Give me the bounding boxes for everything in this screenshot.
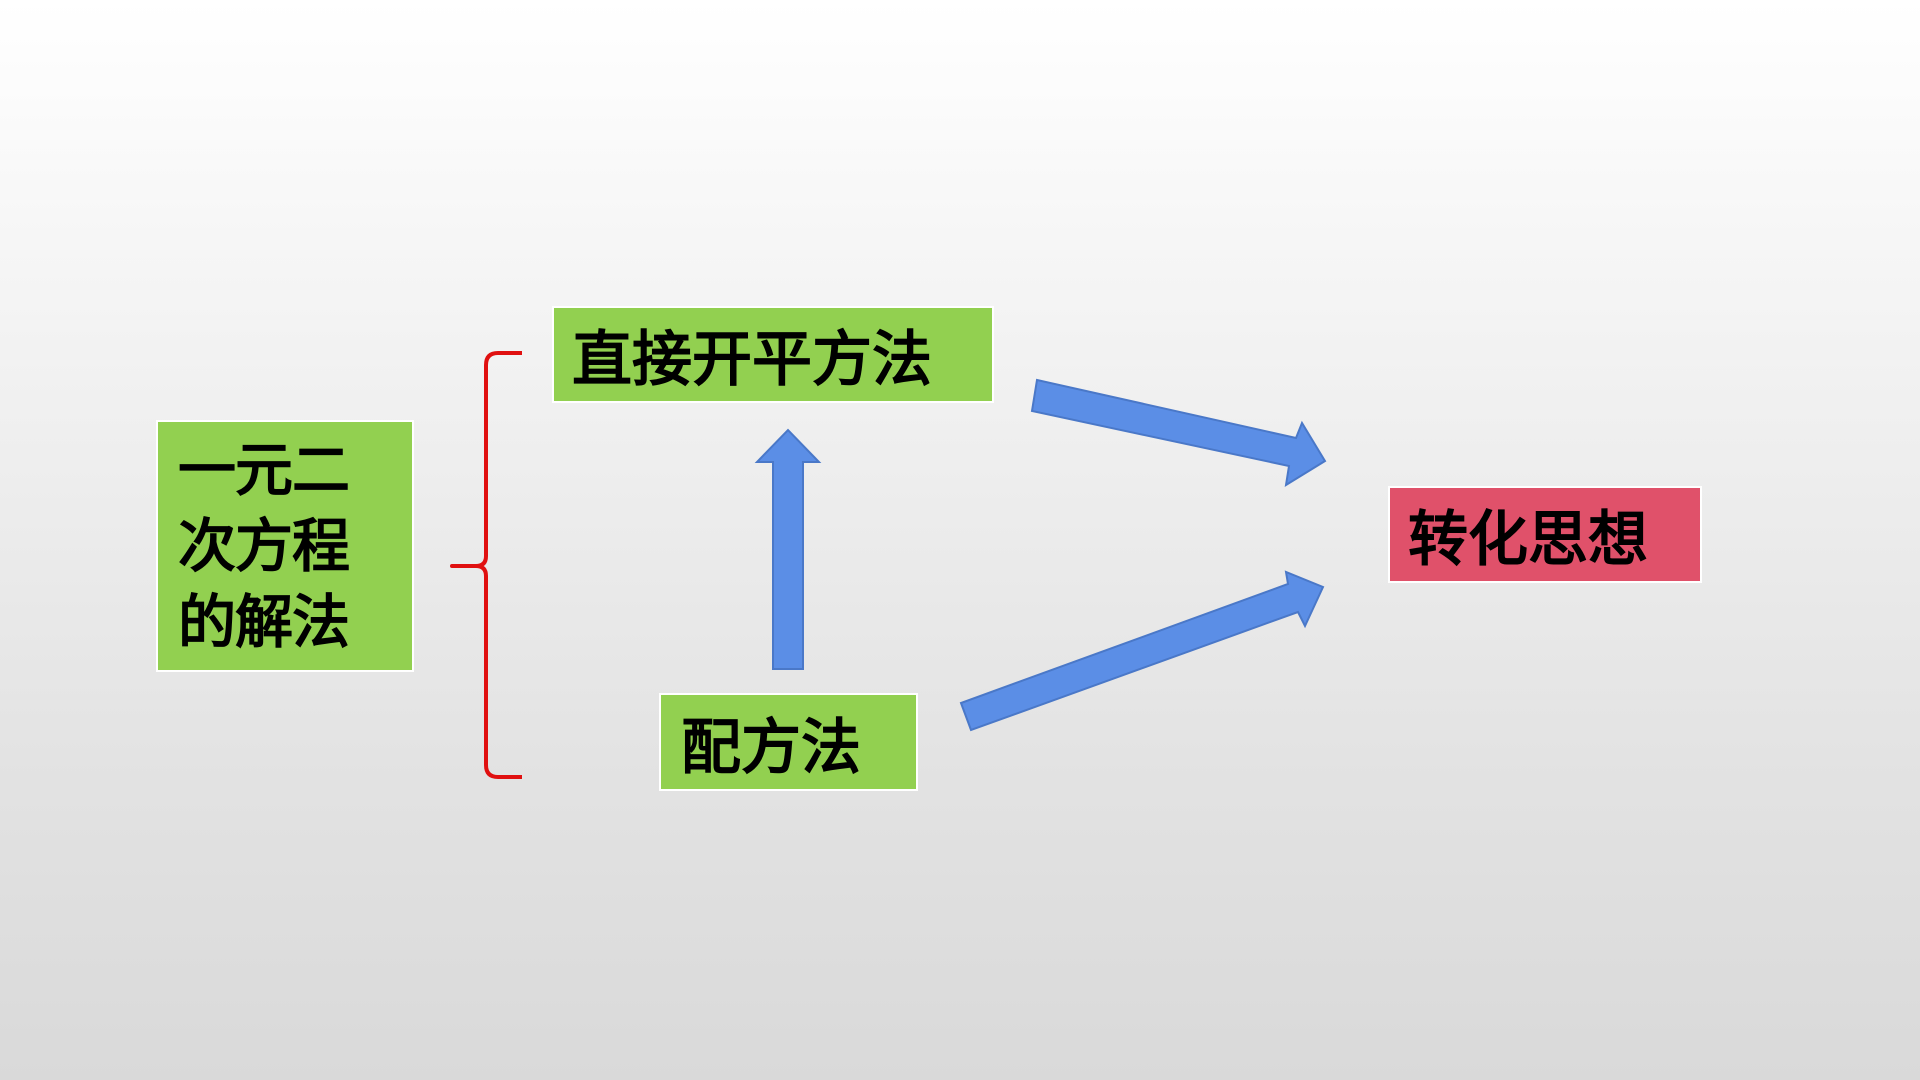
arrow-direct-to-idea xyxy=(1030,378,1327,487)
node-direct-square-root: 直接开平方法 xyxy=(552,306,994,403)
node-transformation-idea: 转化思想 xyxy=(1388,486,1702,583)
node-quadratic-methods: 一元二 次方程 的解法 xyxy=(156,420,414,672)
curly-brace xyxy=(450,351,522,779)
node-completing-square-label: 配方法 xyxy=(681,712,861,783)
arrow-up-complete-to-direct xyxy=(754,428,822,670)
node-transformation-idea-label: 转化思想 xyxy=(1408,505,1648,575)
node-quadratic-methods-label: 一元二 次方程 的解法 xyxy=(178,436,350,656)
arrow-complete-to-idea xyxy=(959,570,1325,732)
node-direct-square-root-label: 直接开平方法 xyxy=(572,325,932,395)
node-completing-square: 配方法 xyxy=(659,693,918,791)
